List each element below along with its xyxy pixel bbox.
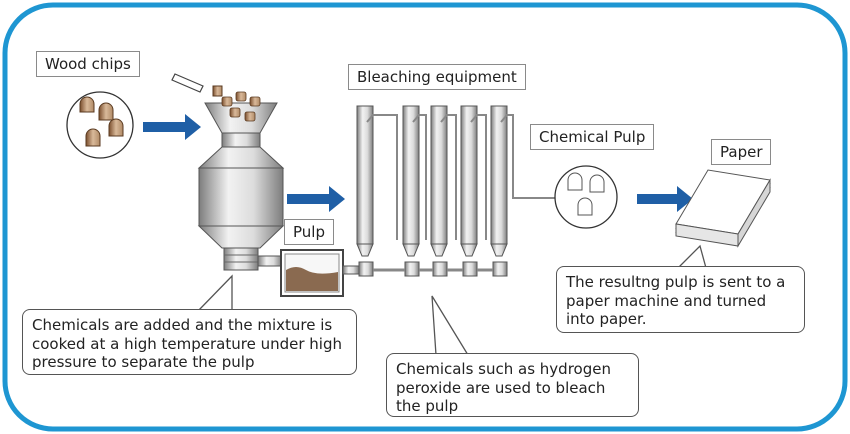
paper-label: Paper [711, 139, 772, 165]
digester-icon [197, 91, 285, 271]
tower-4 [460, 105, 487, 277]
pulp-tank-icon [257, 249, 360, 297]
chip-chute [171, 73, 204, 93]
arrow-chips-to-digester [143, 114, 201, 140]
bleaching-equipment-label: Bleaching equipment [348, 64, 526, 90]
arrow-pulp-to-paper [637, 186, 693, 212]
bleaching-towers-icon [356, 105, 555, 277]
pulp-label: Pulp [284, 219, 334, 245]
tower-1 [356, 105, 398, 277]
wood-chips-label: Wood chips [36, 51, 140, 77]
paper-stack-icon [675, 169, 771, 248]
flow-arrows [143, 114, 693, 212]
wood-chips-icon [66, 91, 134, 159]
tower-3 [430, 105, 457, 277]
falling-chips-icon [212, 85, 223, 97]
chemical-pulp-icon [554, 165, 618, 229]
paper-machine-callout: The resultng pulp is sent to a paper mac… [556, 266, 805, 333]
chemical-pulp-label: Chemical Pulp [530, 124, 655, 150]
arrow-digester-to-bleaching [287, 186, 345, 212]
bleaching-callout: Chemicals such as hydrogen peroxide are … [386, 353, 639, 417]
tower-2 [402, 105, 427, 277]
digester-callout: Chemicals are added and the mixture is c… [22, 309, 357, 375]
